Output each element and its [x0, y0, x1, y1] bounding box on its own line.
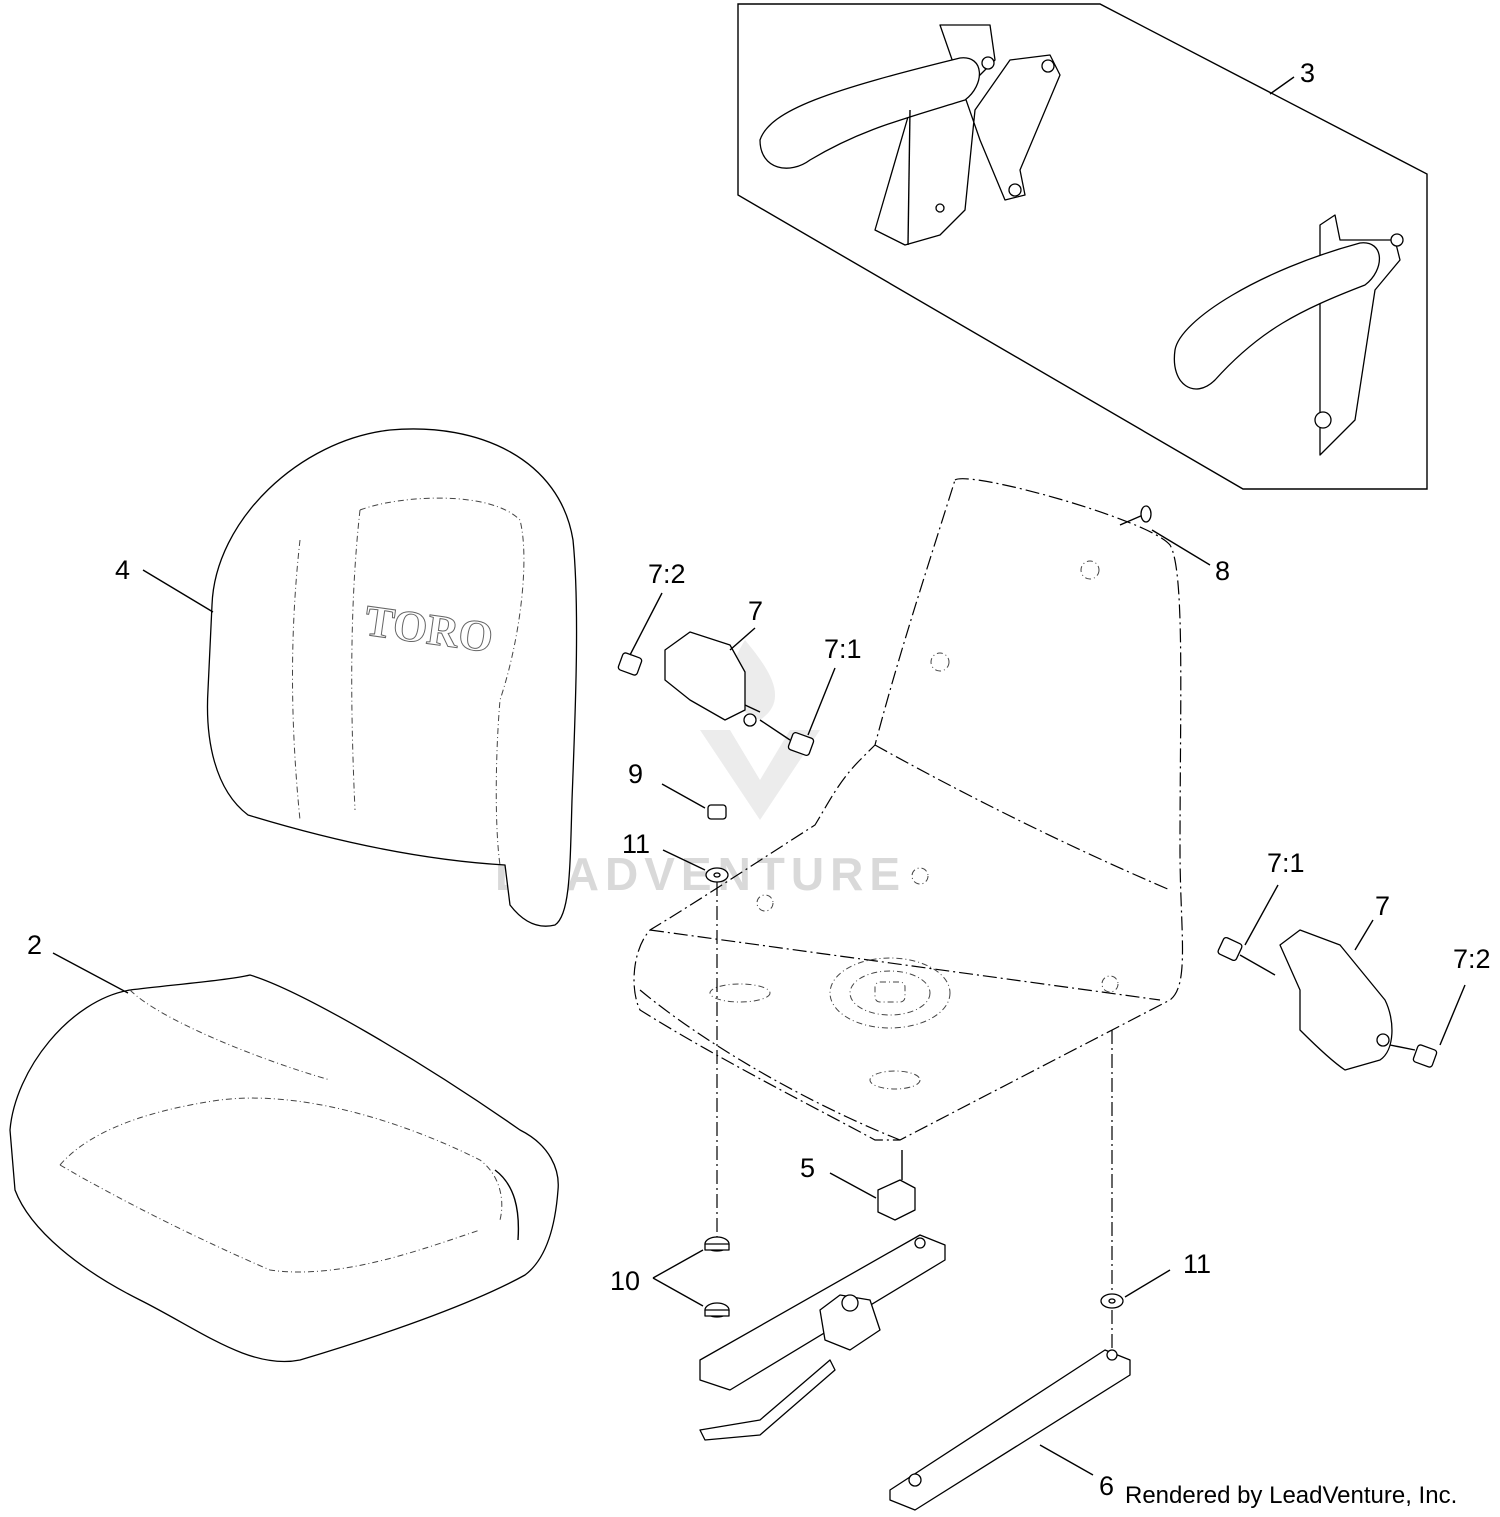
seat-pan-frame: [633, 478, 1184, 1141]
seat-back-cushion: TORO: [206, 428, 578, 927]
callout-3: 3: [1300, 58, 1315, 88]
left-fastener-stack: [704, 804, 730, 1318]
callout-9: 9: [628, 759, 643, 789]
callout-11-right: 11: [1183, 1249, 1211, 1279]
right-fastener-stack: [1100, 1030, 1124, 1350]
callout-8: 8: [1215, 556, 1230, 586]
armrest-kit: [737, 3, 1428, 490]
callout-7-right: 7: [1375, 891, 1390, 921]
seat-track-right: [889, 1349, 1131, 1511]
seat-bottom-cushion: [9, 974, 559, 1363]
callout-6: 6: [1099, 1471, 1114, 1501]
callout-10: 10: [610, 1266, 640, 1296]
callout-4: 4: [115, 555, 130, 585]
seat-track-left: [699, 1234, 946, 1441]
callout-7-1-left: 7:1: [824, 634, 862, 664]
leader-lines: [52, 76, 1466, 1476]
callout-7-2-right: 7:2: [1453, 944, 1491, 974]
bolt-8: [1119, 505, 1152, 526]
seat-switch: [877, 1150, 916, 1221]
seat-belt-left: [617, 631, 815, 757]
seat-belt-right: [1217, 929, 1438, 1071]
callout-7-1-right: 7:1: [1267, 848, 1305, 878]
credit-text: Rendered by LeadVenture, Inc.: [1125, 1482, 1457, 1509]
callout-7-left: 7: [748, 596, 763, 626]
callout-11-left: 11: [622, 829, 650, 859]
callout-7-2-left: 7:2: [648, 559, 686, 589]
callouts: 3 4 2 7:2 7 7:1 8 9 11 7:1 7 7:2 5 10 11…: [27, 58, 1491, 1501]
callout-2: 2: [27, 930, 42, 960]
callout-5: 5: [800, 1153, 815, 1183]
